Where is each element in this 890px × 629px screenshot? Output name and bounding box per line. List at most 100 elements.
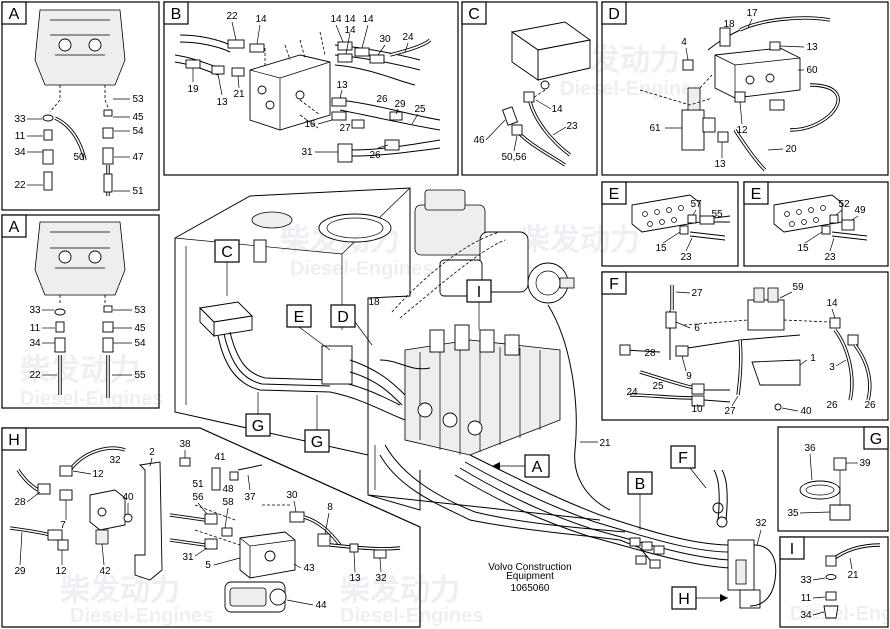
- panel-a-1-letter: A: [9, 6, 20, 23]
- panel-b-label-14b: 14: [330, 14, 342, 25]
- detail-panel-g: G 36 39 35: [777, 426, 889, 532]
- panel-d-label-17: 17: [746, 8, 758, 19]
- hydraulic-tank: [174, 187, 411, 456]
- panel-a-2-label-55: 55: [134, 370, 146, 381]
- panel-e-2-label-52: 52: [838, 199, 850, 210]
- panel-h-label-40: 40: [122, 492, 134, 503]
- panel-a-2-letter: A: [9, 219, 20, 236]
- panel-b-label-26a: 26: [376, 94, 388, 105]
- valve-body-a-2: [34, 221, 126, 296]
- panel-i-letter: I: [790, 541, 794, 558]
- panel-b-label-30: 30: [379, 34, 391, 45]
- panel-b-label-14d: 14: [362, 14, 374, 25]
- panel-b-label-24: 24: [402, 32, 414, 43]
- panel-i-label-11: 11: [801, 593, 812, 604]
- panel-b-label-22: 22: [226, 11, 238, 22]
- panel-a-2-label-11: 11: [30, 323, 41, 334]
- panel-d-label-13b: 13: [714, 159, 726, 170]
- panel-f-label-14: 14: [826, 298, 838, 309]
- main-callout-g-2: G: [304, 395, 330, 453]
- panel-d-label-12: 12: [736, 125, 748, 136]
- panel-h-label-31: 31: [182, 552, 194, 563]
- main-callout-d: D: [330, 304, 373, 346]
- panel-f-label-24: 24: [626, 387, 638, 398]
- panel-c-label-46: 46: [473, 135, 485, 146]
- panel-f-label-1: 1: [810, 353, 816, 364]
- manifold-block-b: [249, 54, 331, 131]
- panel-b-label-14a: 14: [255, 14, 267, 25]
- manifold-block-d: [714, 47, 801, 99]
- port-block-e-2: [773, 194, 843, 233]
- panel-f-label-6: 6: [694, 323, 700, 334]
- panel-h-label-51: 51: [192, 479, 204, 490]
- watermark-cn-4: 柴发动力: [60, 574, 180, 607]
- watermark-en-6: Diesel-Engines: [790, 603, 890, 625]
- main-callout-i-label: I: [477, 284, 481, 301]
- main-callout-e-label: E: [294, 309, 305, 326]
- panel-a-1-label-45: 45: [132, 112, 144, 123]
- panel-d-label-18: 18: [723, 19, 735, 30]
- panel-a-1-label-33: 33: [14, 114, 26, 125]
- panel-c-label-50-56: 50,56: [501, 152, 526, 163]
- panel-a-2-label-34: 34: [29, 338, 41, 349]
- detail-panel-d: D 18 17 4 13 60 6: [601, 1, 889, 176]
- panel-g-label-35: 35: [787, 508, 799, 519]
- main-callout-g-1: G: [245, 392, 271, 437]
- panel-b-label-21: 21: [233, 89, 245, 100]
- panel-c-label-23: 23: [566, 121, 578, 132]
- solenoid-valve-59: [747, 287, 785, 331]
- main-callout-h-label: H: [678, 591, 690, 608]
- panel-a-2-label-22: 22: [29, 370, 41, 381]
- main-callout-a: A: [492, 454, 550, 478]
- panel-a-1-label-11: 11: [15, 131, 26, 142]
- main-callout-f: F: [670, 445, 707, 489]
- panel-f-label-27a: 27: [691, 288, 703, 299]
- caption-line-2: Equipment: [506, 571, 554, 582]
- panel-d-letter: D: [608, 6, 620, 23]
- panel-a-1-label-51: 51: [132, 186, 144, 197]
- panel-i-label-33: 33: [800, 575, 812, 586]
- panel-a-2-label-33: 33: [29, 305, 41, 316]
- detail-panel-c: C 14 23 46 50,56: [461, 1, 598, 176]
- panel-a-2-label-45: 45: [134, 323, 146, 334]
- panel-e-2-label-49: 49: [854, 205, 866, 216]
- panel-e-1-label-15: 15: [655, 243, 667, 254]
- actuator-44: [224, 581, 287, 613]
- detail-panel-b: B: [163, 1, 459, 176]
- panel-a-1-label-22: 22: [14, 180, 26, 191]
- panel-h-label-2: 2: [149, 447, 155, 458]
- solenoid-valve-61: [681, 87, 716, 151]
- watermark-cn-5: 柴发动力: [340, 574, 460, 607]
- bracket-1: [751, 359, 801, 386]
- panel-e-2-label-23: 23: [824, 252, 836, 263]
- panel-h-label-29: 29: [14, 566, 26, 577]
- valve-body-a-1: [34, 9, 126, 86]
- panel-a-1-label-53: 53: [132, 94, 144, 105]
- detail-panel-a-2: A 33 11 34 22 53 45 54 55: [1, 214, 160, 409]
- panel-h-label-12a: 12: [92, 469, 104, 480]
- panel-i-label-21: 21: [847, 570, 859, 581]
- detail-panel-i: I 21 33 11 34: [779, 536, 889, 628]
- panel-h-letter: H: [8, 432, 20, 449]
- main-callout-a-label: A: [532, 459, 543, 476]
- tank-cover: [318, 213, 392, 243]
- watermark-cn-1: 柴发动力: [20, 354, 140, 387]
- panel-d-label-4: 4: [681, 37, 687, 48]
- manifold-43: [239, 531, 296, 579]
- panel-b-label-26b: 26: [369, 150, 381, 161]
- panel-i-label-34: 34: [800, 610, 812, 621]
- panel-h-label-38: 38: [179, 439, 191, 450]
- panel-h-label-32: 32: [109, 455, 121, 466]
- panel-a-1-label-34: 34: [14, 147, 26, 158]
- panel-a-1-label-50: 50: [73, 152, 85, 163]
- panel-e-1-label-23: 23: [680, 252, 692, 263]
- panel-e-2-letter: E: [751, 186, 762, 203]
- main-callout-c-label: C: [221, 244, 233, 261]
- panel-f-label-26a: 26: [826, 400, 838, 411]
- solenoid-valve-detail-c: [510, 21, 592, 90]
- panel-h-label-58: 58: [222, 497, 234, 508]
- main-label-21: 21: [599, 438, 611, 449]
- watermark-en-3: Diesel-Engines: [560, 78, 703, 100]
- panel-b-letter: B: [171, 6, 182, 23]
- main-label-32: 32: [755, 518, 767, 529]
